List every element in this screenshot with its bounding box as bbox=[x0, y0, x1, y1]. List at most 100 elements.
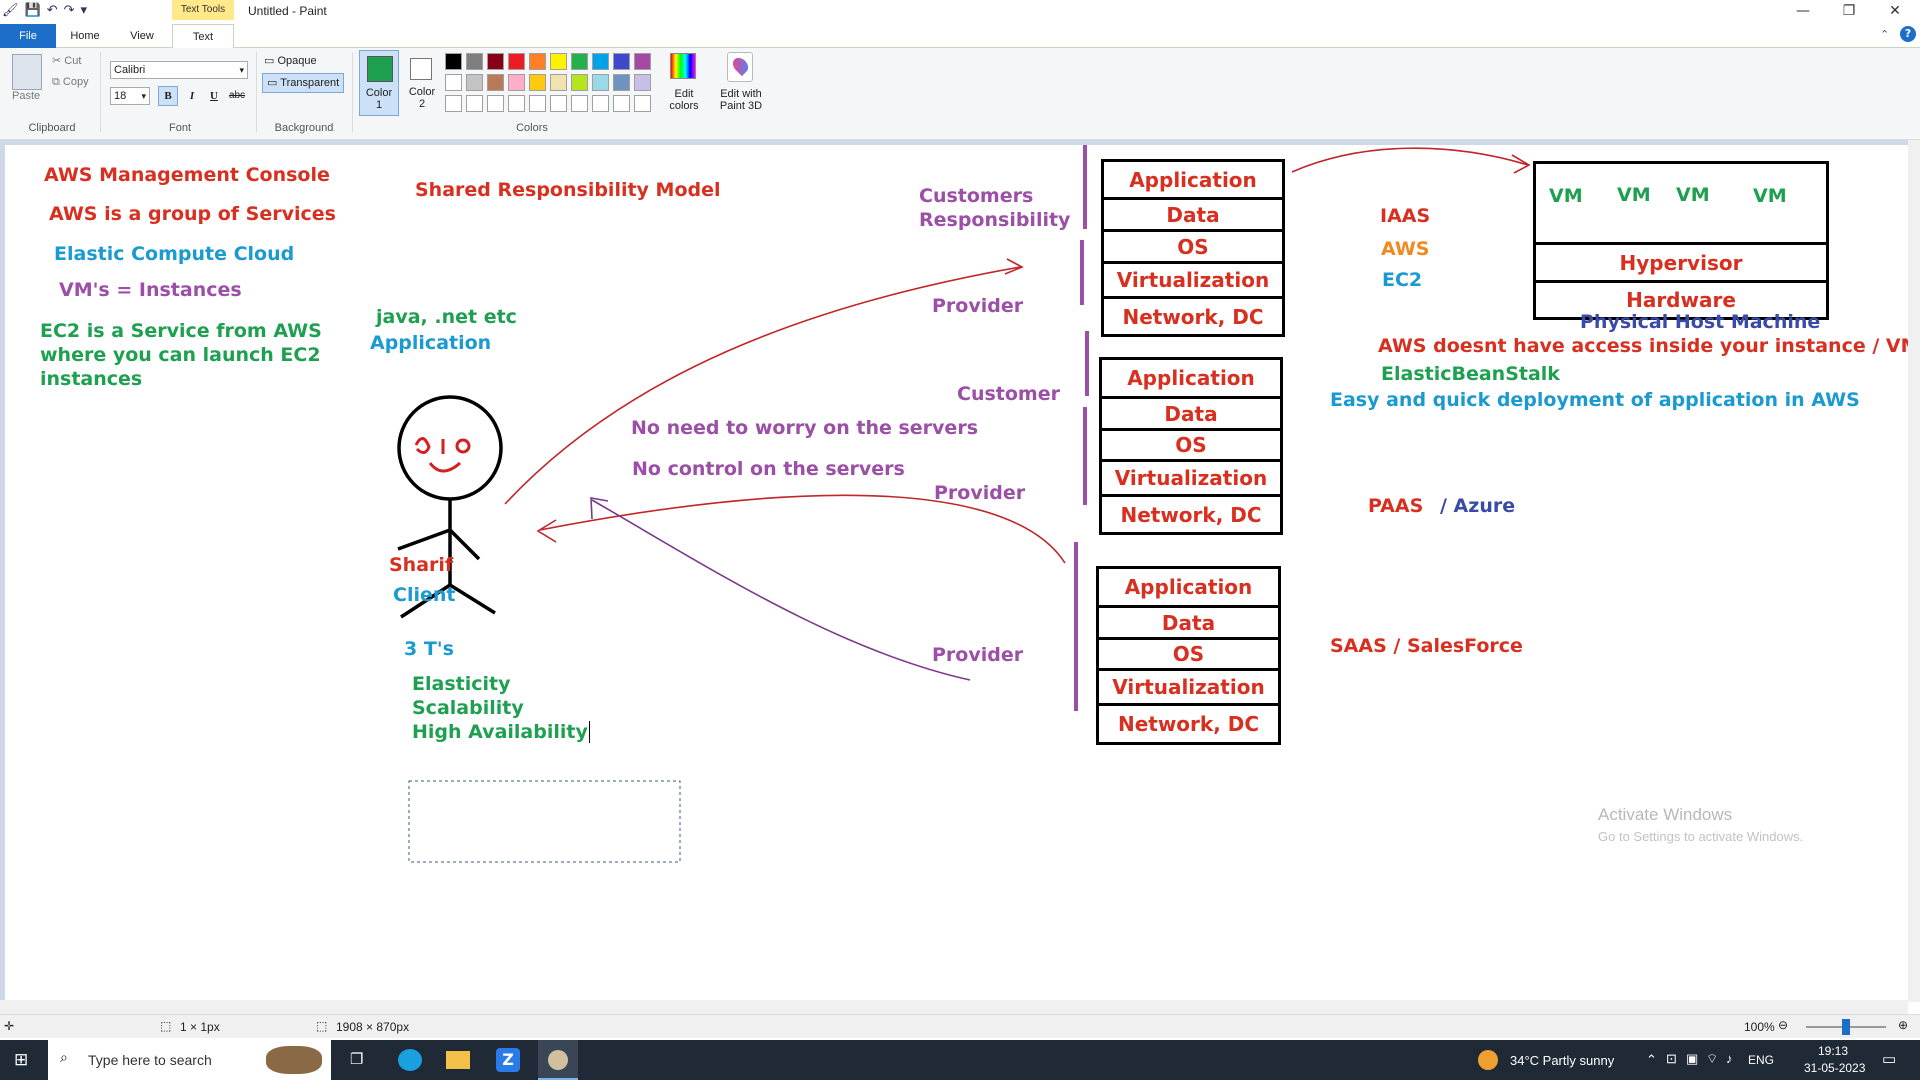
file-explorer-icon[interactable] bbox=[446, 1051, 470, 1069]
palette-swatch[interactable] bbox=[571, 53, 588, 70]
volume-icon[interactable]: ♪ bbox=[1726, 1051, 1733, 1066]
palette-swatch[interactable] bbox=[613, 74, 630, 91]
clipboard-paste-icon[interactable] bbox=[12, 54, 42, 90]
ribbon: Paste ✂ Cut ⧉ Copy Clipboard Calibri▾ 18… bbox=[0, 48, 1920, 140]
zoom-level: 100% bbox=[1744, 1020, 1775, 1034]
palette-swatch[interactable] bbox=[613, 95, 630, 112]
palette-swatch[interactable] bbox=[508, 74, 525, 91]
palette-swatch[interactable] bbox=[592, 74, 609, 91]
ec2-service-line2: where you can launch EC2 bbox=[40, 344, 321, 366]
palette-swatch[interactable] bbox=[634, 53, 651, 70]
clock-date[interactable]: 31-05-2023 bbox=[1804, 1061, 1866, 1075]
tab-text[interactable]: Text bbox=[172, 24, 234, 48]
java-net-text: java, .net etc bbox=[376, 306, 517, 328]
palette-swatch[interactable] bbox=[529, 95, 546, 112]
opaque-button[interactable]: ▭ Opaque bbox=[264, 55, 317, 67]
font-size-select[interactable]: 18▾ bbox=[110, 87, 150, 105]
customer-label-paas: Customer bbox=[957, 383, 1060, 405]
palette-swatch[interactable] bbox=[445, 53, 462, 70]
palette-swatch[interactable] bbox=[634, 74, 651, 91]
palette-swatch[interactable] bbox=[445, 95, 462, 112]
high-availability-text[interactable]: High Availability bbox=[412, 721, 590, 743]
paint3d-icon[interactable] bbox=[727, 52, 753, 82]
minimize-button[interactable]: — bbox=[1796, 3, 1810, 19]
palette-swatch[interactable] bbox=[592, 53, 609, 70]
transparent-button[interactable]: ▭ Transparent bbox=[262, 73, 345, 93]
zoom-slider-thumb[interactable] bbox=[1842, 1019, 1850, 1035]
strikethrough-button[interactable]: abc bbox=[228, 90, 246, 101]
language-indicator[interactable]: ENG bbox=[1748, 1053, 1775, 1067]
weather-text[interactable]: 34°C Partly sunny bbox=[1510, 1053, 1615, 1068]
zoom-app-icon[interactable]: Z bbox=[496, 1048, 520, 1072]
bold-button[interactable]: B bbox=[158, 86, 178, 106]
edge-icon[interactable] bbox=[398, 1049, 422, 1071]
zoom-in-icon[interactable]: ⊕ bbox=[1898, 1018, 1909, 1032]
palette-swatch[interactable] bbox=[508, 53, 525, 70]
palette-swatch[interactable] bbox=[466, 74, 483, 91]
arrow-saas-to-client bbox=[591, 499, 971, 681]
stack1-os: OS bbox=[1101, 229, 1285, 264]
undo-icon[interactable]: ↶ bbox=[46, 3, 58, 18]
task-view-icon[interactable]: ❐ bbox=[350, 1051, 364, 1068]
palette-swatch[interactable] bbox=[445, 74, 462, 91]
restore-button[interactable]: ❐ bbox=[1842, 3, 1856, 19]
tray-chevron-icon[interactable]: ⌃ bbox=[1646, 1052, 1657, 1067]
notifications-icon[interactable]: ▭ bbox=[1882, 1051, 1897, 1068]
palette-swatch[interactable] bbox=[550, 95, 567, 112]
cut-button[interactable]: ✂ Cut bbox=[52, 55, 82, 67]
underline-button[interactable]: U bbox=[210, 90, 218, 102]
font-family-select[interactable]: Calibri▾ bbox=[110, 61, 248, 79]
taskbar-search-box[interactable]: ⌕ Type here to search bbox=[48, 1040, 331, 1080]
palette-swatch[interactable] bbox=[487, 95, 504, 112]
wifi-icon[interactable]: ⌔ bbox=[1706, 1051, 1719, 1066]
stack2-data: Data bbox=[1099, 396, 1283, 431]
aws-group-text: AWS is a group of Services bbox=[49, 203, 336, 225]
italic-button[interactable]: I bbox=[189, 90, 195, 102]
palette-swatch[interactable] bbox=[550, 74, 567, 91]
palette-swatch[interactable] bbox=[466, 53, 483, 70]
arrowhead bbox=[590, 497, 609, 520]
stack3-os: OS bbox=[1096, 637, 1281, 671]
palette-swatch[interactable] bbox=[487, 53, 504, 70]
close-button[interactable]: ✕ bbox=[1889, 3, 1901, 19]
palette-swatch[interactable] bbox=[592, 95, 609, 112]
redo-icon[interactable]: ↷ bbox=[63, 3, 75, 18]
paint-app-icon[interactable]: 🖌 bbox=[2, 3, 19, 18]
palette-swatch[interactable] bbox=[571, 74, 588, 91]
clock-time[interactable]: 19:13 bbox=[1818, 1044, 1849, 1058]
copy-button[interactable]: ⧉ Copy bbox=[52, 76, 89, 88]
help-icon[interactable]: ? bbox=[1900, 26, 1916, 42]
palette-swatch[interactable] bbox=[571, 95, 588, 112]
customize-dropdown-icon[interactable]: ▾ bbox=[80, 3, 88, 18]
palette-swatch[interactable] bbox=[634, 95, 651, 112]
palette-swatch[interactable] bbox=[529, 53, 546, 70]
paint-taskbar-button[interactable] bbox=[538, 1040, 578, 1080]
drawing-canvas[interactable]: AWS Management Console AWS is a group of… bbox=[5, 145, 1920, 1000]
horizontal-scrollbar[interactable] bbox=[0, 1000, 1908, 1014]
tab-home[interactable]: Home bbox=[70, 30, 100, 42]
network-icon[interactable]: ⊡ bbox=[1666, 1051, 1677, 1066]
meet-now-icon[interactable]: ▣ bbox=[1686, 1051, 1699, 1066]
palette-swatch[interactable] bbox=[466, 95, 483, 112]
application-label: Application bbox=[370, 332, 492, 354]
edit-colors-label: Edit bbox=[674, 88, 694, 100]
windows-start-icon[interactable]: ⊞ bbox=[14, 1050, 29, 1069]
palette-swatch[interactable] bbox=[487, 74, 504, 91]
zoom-out-icon[interactable]: ⊖ bbox=[1778, 1018, 1789, 1032]
palette-swatch[interactable] bbox=[613, 53, 630, 70]
palette-swatch[interactable] bbox=[508, 95, 525, 112]
palette-swatch[interactable] bbox=[550, 53, 567, 70]
tab-view[interactable]: View bbox=[130, 30, 154, 42]
arrow-paas-to-client bbox=[539, 494, 1066, 564]
save-icon[interactable]: 💾 bbox=[24, 3, 41, 18]
paste-label[interactable]: Paste bbox=[12, 90, 41, 102]
edit-colors-icon[interactable] bbox=[670, 53, 696, 79]
palette-swatch[interactable] bbox=[529, 74, 546, 91]
tab-file[interactable]: File bbox=[0, 24, 56, 48]
collapse-ribbon-icon[interactable]: ⌃ bbox=[1880, 28, 1890, 41]
vertical-scrollbar[interactable] bbox=[1908, 140, 1920, 1002]
